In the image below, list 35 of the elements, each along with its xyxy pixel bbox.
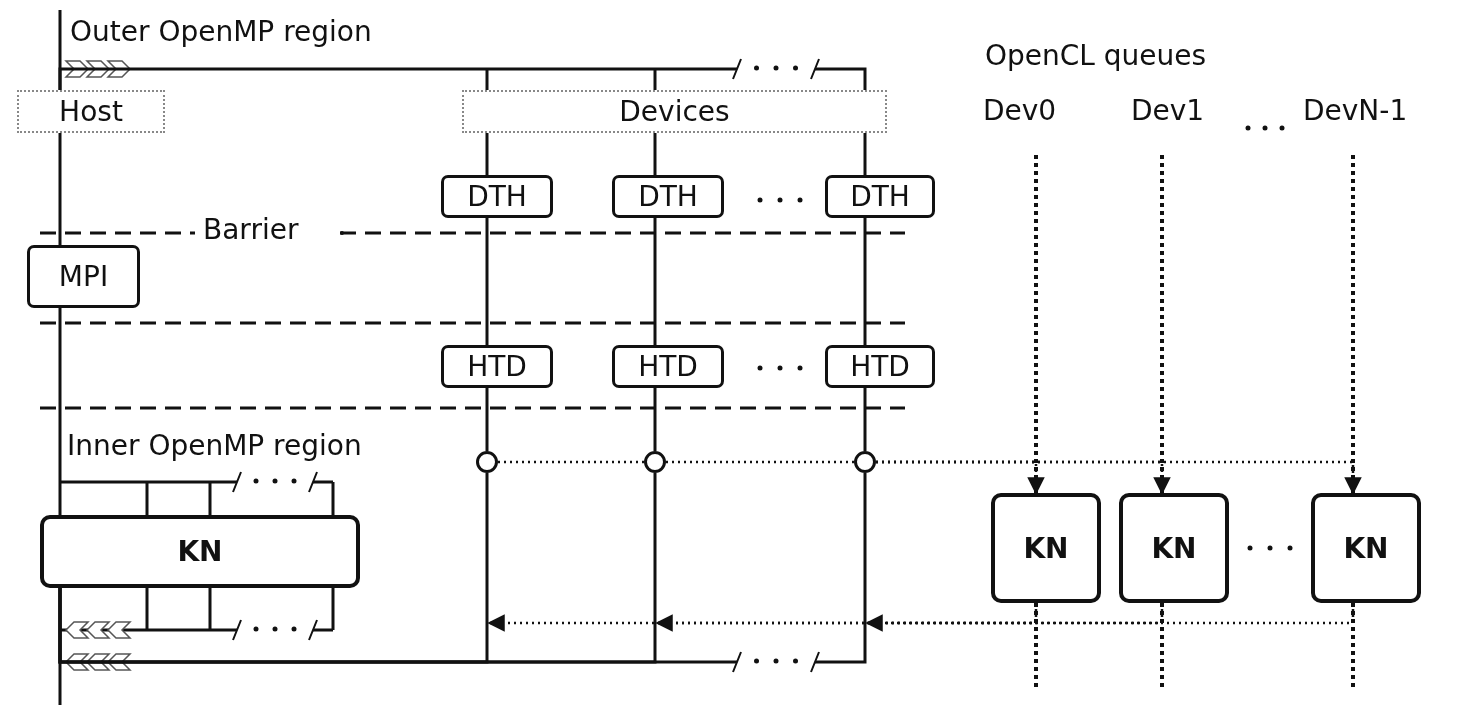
task-box: DTH (612, 175, 724, 218)
thread-line (485, 133, 489, 175)
task-box: HTD (612, 345, 724, 388)
region-label: Inner OpenMP region (67, 432, 362, 460)
thread-line (863, 218, 867, 345)
queue-label: DevN-1 (1303, 97, 1408, 125)
thread-line (485, 218, 489, 345)
group-label-box: Devices (462, 90, 887, 133)
thread-line (653, 133, 657, 175)
task-box: DTH (441, 175, 553, 218)
task-box: DTH (825, 175, 935, 218)
thread-line (58, 473, 657, 664)
thread-line (58, 308, 62, 515)
fork-circle (476, 451, 498, 473)
queue-label: Dev1 (1131, 97, 1205, 125)
thread-line (485, 388, 489, 451)
thread-line (863, 388, 867, 451)
group-label-box: Host (17, 90, 165, 133)
thread-line (58, 133, 62, 245)
task-box: HTD (441, 345, 553, 388)
thread-line (653, 388, 657, 451)
region-label: Outer OpenMP region (70, 18, 372, 46)
thread-line (653, 218, 657, 345)
task-box: MPI (27, 245, 140, 308)
kernel-box: KN (991, 493, 1101, 603)
kernel-box: KN (40, 515, 360, 588)
heading-label: OpenCL queues (985, 42, 1207, 70)
kernel-box: KN (1311, 493, 1421, 603)
kernel-box: KN (1119, 493, 1229, 603)
task-box: HTD (825, 345, 935, 388)
thread-line (58, 67, 867, 90)
queue-label: Dev0 (983, 97, 1057, 125)
fork-circle (854, 451, 876, 473)
thread-line (863, 133, 867, 175)
fork-circle (644, 451, 666, 473)
